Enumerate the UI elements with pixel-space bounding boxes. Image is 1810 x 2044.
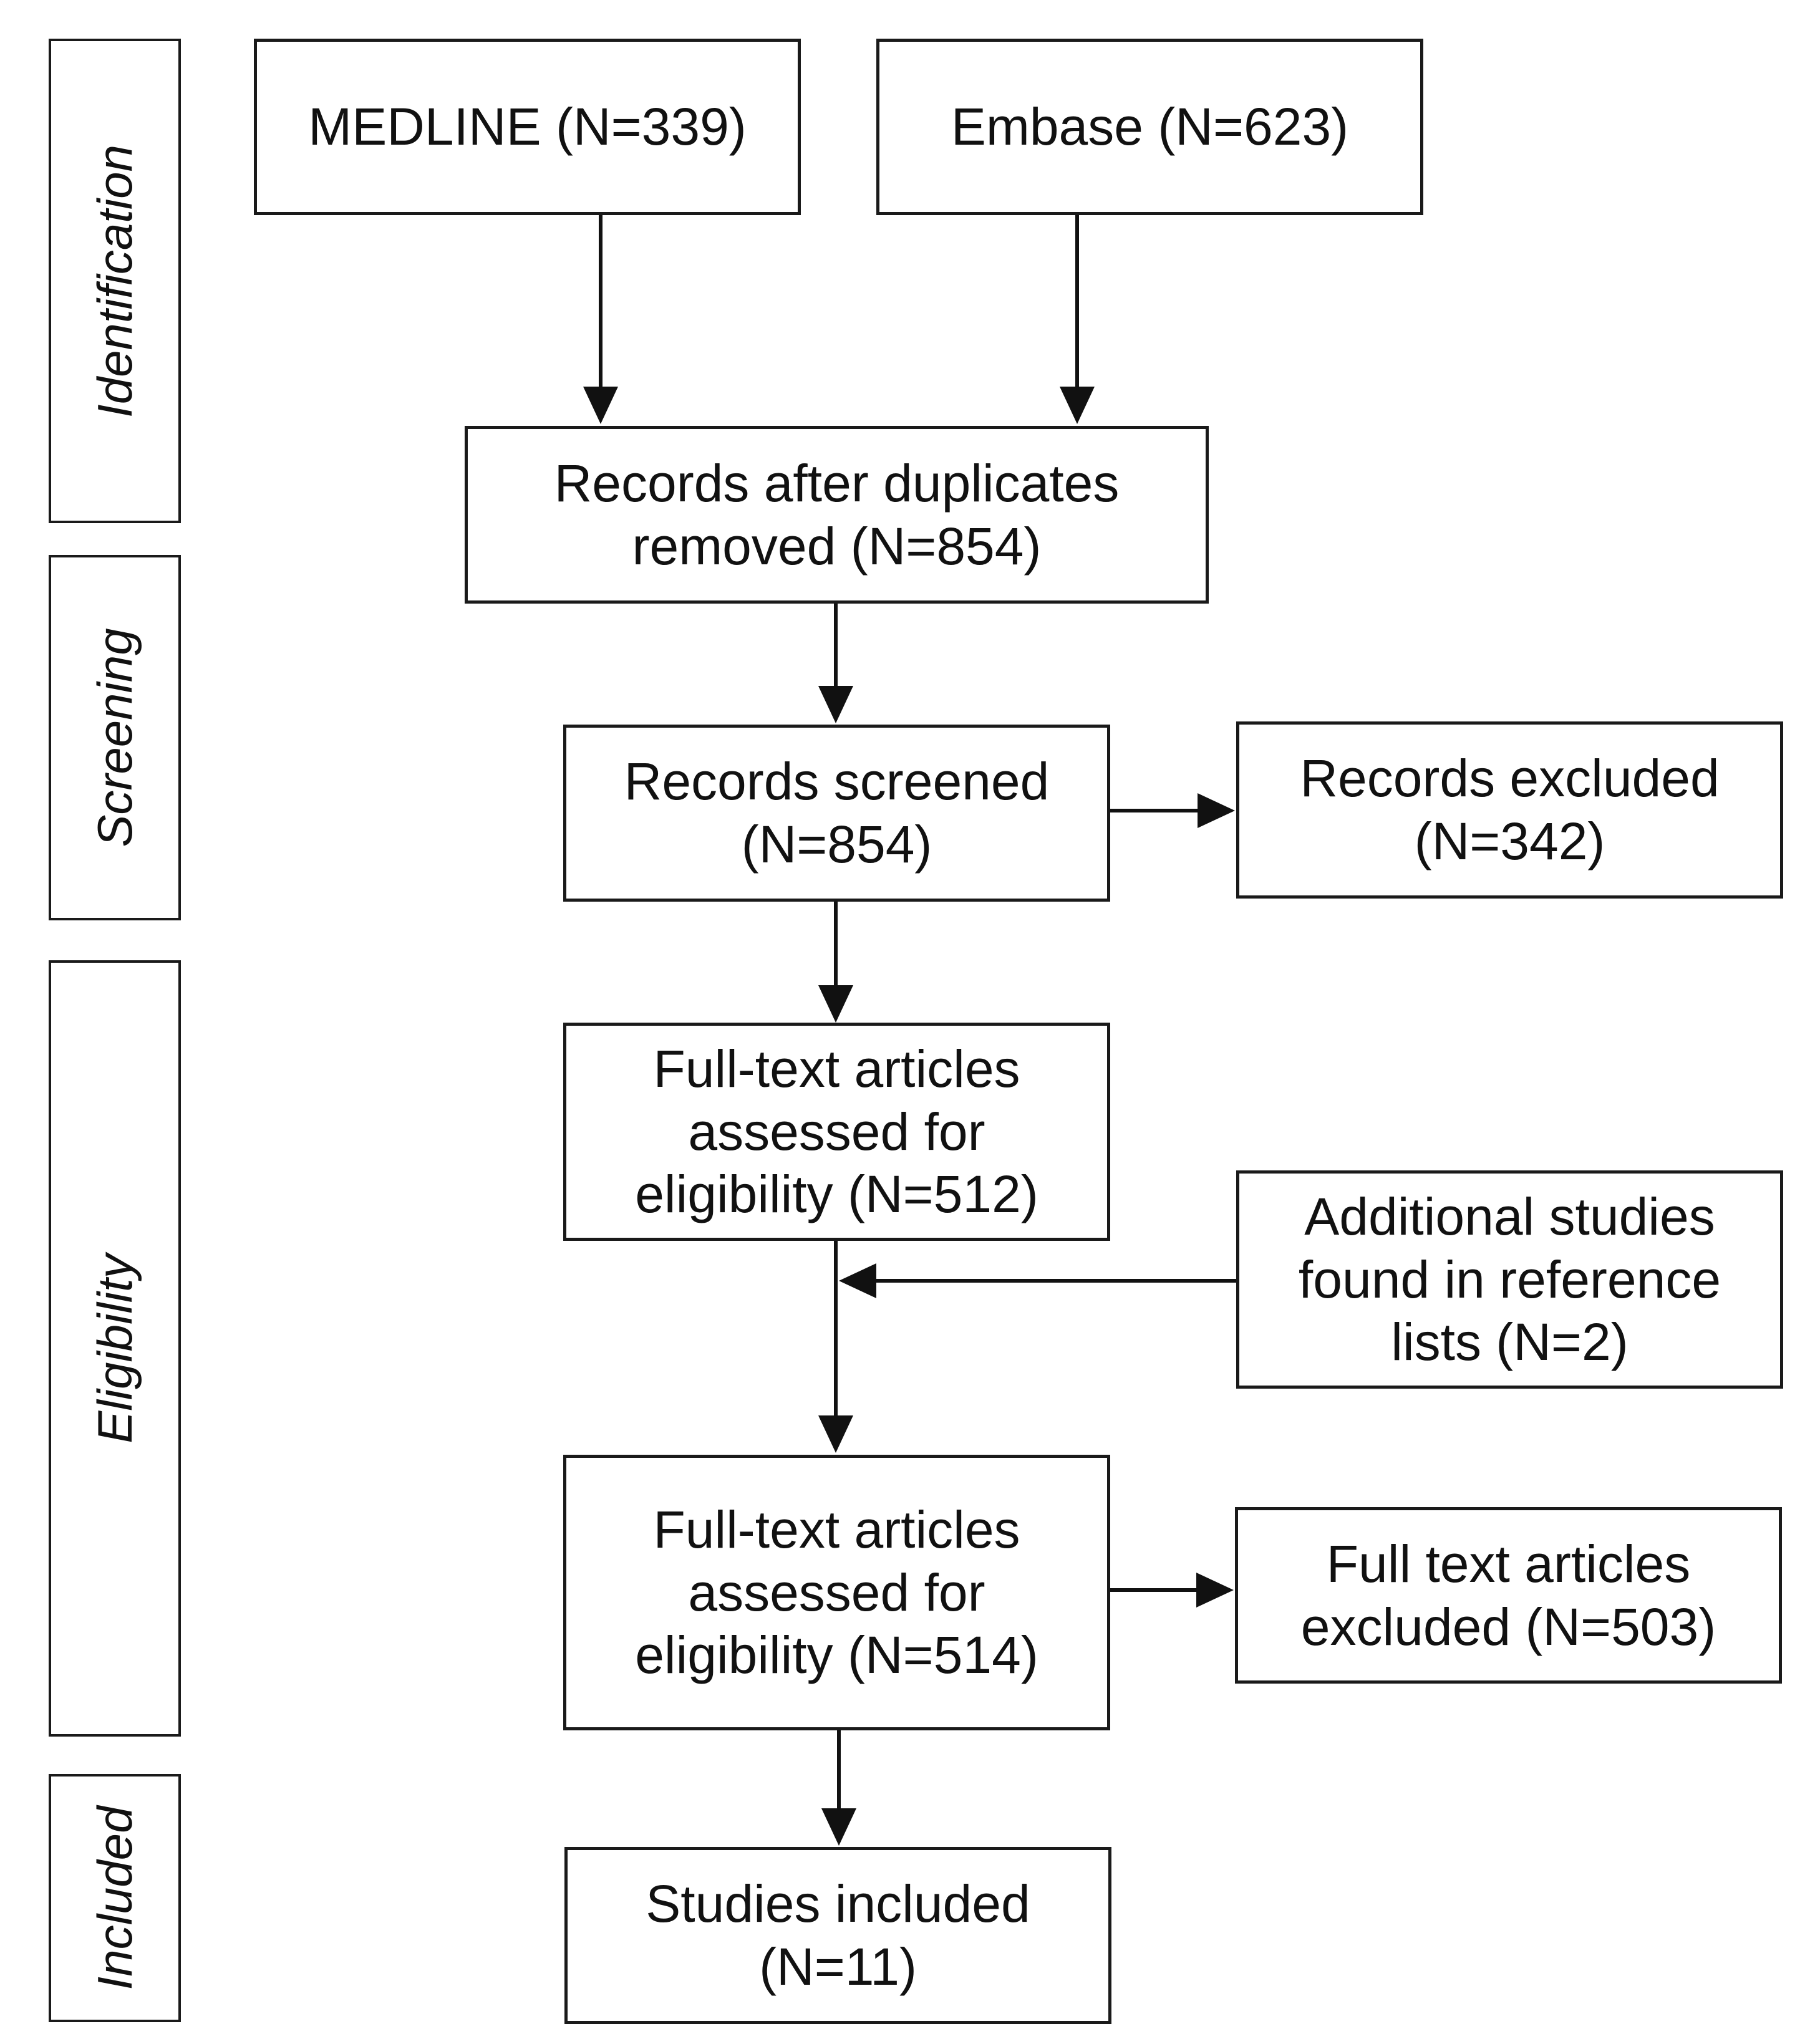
box-fulltext-assessed-1-text: Full-text articles assessed for eligibil… — [635, 1039, 1038, 1224]
phase-screening-label: Screening — [87, 628, 142, 847]
box-duplicates-removed: Records after duplicates removed (N=854) — [465, 426, 1209, 604]
phase-identification: Identification — [49, 39, 181, 523]
box-fulltext-excluded: Full text articles excluded (N=503) — [1235, 1507, 1782, 1684]
box-additional-studies-text: Additional studies found in reference li… — [1298, 1187, 1721, 1372]
box-embase-text: Embase (N=623) — [951, 97, 1349, 157]
box-records-screened: Records screened (N=854) — [563, 725, 1110, 902]
box-medline: MEDLINE (N=339) — [254, 39, 801, 215]
box-studies-included: Studies included (N=11) — [564, 1847, 1111, 2024]
box-fulltext-assessed-2: Full-text articles assessed for eligibil… — [563, 1455, 1110, 1730]
box-records-excluded: Records excluded (N=342) — [1236, 721, 1783, 899]
box-records-excluded-text: Records excluded (N=342) — [1300, 749, 1720, 870]
box-medline-text: MEDLINE (N=339) — [308, 97, 747, 157]
phase-eligibility-label: Eligibility — [87, 1253, 142, 1444]
box-fulltext-excluded-text: Full text articles excluded (N=503) — [1300, 1534, 1716, 1656]
phase-screening: Screening — [49, 555, 181, 920]
box-fulltext-assessed-1: Full-text articles assessed for eligibil… — [563, 1023, 1110, 1241]
box-studies-included-text: Studies included (N=11) — [646, 1874, 1030, 1996]
box-additional-studies: Additional studies found in reference li… — [1236, 1170, 1783, 1389]
box-fulltext-assessed-2-text: Full-text articles assessed for eligibil… — [635, 1500, 1038, 1685]
phase-included-label: Included — [87, 1806, 142, 1990]
box-records-screened-text: Records screened (N=854) — [624, 752, 1050, 874]
phase-identification-label: Identification — [87, 144, 142, 418]
box-duplicates-removed-text: Records after duplicates removed (N=854) — [554, 453, 1120, 576]
phase-eligibility: Eligibility — [49, 960, 181, 1737]
box-embase: Embase (N=623) — [876, 39, 1423, 215]
phase-included: Included — [49, 1774, 181, 2022]
